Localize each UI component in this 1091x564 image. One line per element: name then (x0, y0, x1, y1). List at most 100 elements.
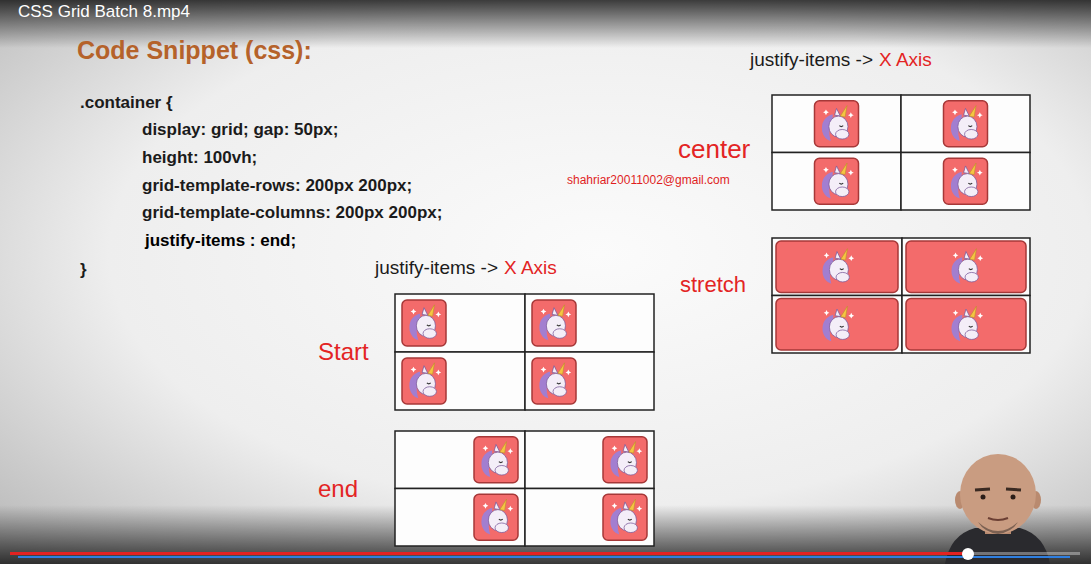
unicorn-eye (557, 324, 561, 326)
unicorn-eye (968, 125, 972, 127)
unicorn-icon (906, 241, 1026, 293)
unicorn-snout (836, 187, 849, 197)
alignment-label: stretch (680, 272, 746, 297)
icon-tile (815, 158, 859, 204)
grid-cell (525, 431, 654, 489)
unicorn-icon (603, 437, 647, 483)
unicorn-eye (499, 461, 503, 463)
unicorn-horn (428, 363, 435, 374)
unicorn-horn (841, 306, 848, 317)
grid-diagram: Start (395, 294, 654, 410)
unicorn-icon (944, 101, 988, 147)
unicorn (481, 442, 513, 477)
unicorn-snout (553, 387, 566, 397)
unicorn (951, 163, 983, 198)
unicorn-eye (969, 268, 973, 270)
code-line: grid-template-rows: 200px 200px; (142, 176, 412, 196)
progress-played (10, 552, 968, 555)
grid-drawing (772, 95, 1030, 210)
grid-cell (901, 153, 1030, 211)
icon-tile (474, 494, 518, 540)
unicorn-snout (965, 187, 978, 197)
sparkle (823, 167, 829, 173)
unicorn-snout (423, 329, 436, 339)
icon-tile (603, 494, 647, 540)
sparkle (411, 309, 417, 315)
icon-tile (906, 299, 1026, 351)
icon-tile (532, 358, 576, 404)
unicorn-horn (969, 106, 976, 117)
unicorn-snout (836, 129, 849, 139)
unicorn-ear (835, 166, 841, 174)
presenter (945, 454, 1050, 564)
unicorn-ear (623, 444, 629, 452)
unicorn-ear (552, 308, 558, 316)
unicorn-ear (494, 444, 500, 452)
unicorn-eye (557, 382, 561, 384)
unicorn-snout (836, 330, 849, 340)
unicorn-horn (840, 106, 847, 117)
sparkle (435, 312, 441, 318)
unicorn-ear (422, 366, 428, 374)
grid-diagram: stretch (772, 238, 1030, 353)
sparkle (953, 310, 959, 316)
sparkle (823, 109, 829, 115)
sparkle (953, 253, 959, 259)
sparkle (565, 312, 571, 318)
sparkle (636, 506, 642, 512)
grid-diagram: center (772, 95, 1030, 210)
unicorn-icon (603, 494, 647, 540)
sparkle (824, 253, 830, 259)
unicorn-icon (474, 494, 518, 540)
unicorn-ear (835, 309, 841, 317)
presenter-mouth (988, 518, 1008, 520)
unicorn (409, 363, 441, 398)
unicorn-ear (835, 252, 841, 260)
unicorn-eye (427, 324, 431, 326)
unicorn-eye (839, 125, 843, 127)
axis-name: X Axis (504, 257, 557, 279)
unicorn (822, 163, 854, 198)
unicorn-eye (628, 519, 632, 521)
grid-diagram: end (395, 431, 654, 546)
sparkle (848, 255, 854, 261)
presenter-beard (978, 522, 1018, 534)
unicorn-icon (776, 241, 898, 293)
unicorn-horn (970, 306, 977, 317)
grid-cell (395, 489, 525, 547)
unicorn-ear (494, 502, 500, 510)
grid-cell (772, 95, 901, 153)
unicorn-horn (500, 499, 507, 510)
sparkle (612, 445, 618, 451)
presenter-head (960, 454, 1036, 534)
slide-title: Code Snippet (css): (77, 36, 312, 65)
unicorn-icon (402, 358, 446, 404)
email-watermark: shahriar20011002@gmail.com (567, 174, 730, 188)
unicorn-snout (965, 330, 978, 340)
unicorn-eye (427, 382, 431, 384)
grid-cell (525, 294, 654, 352)
unicorn-eye (968, 183, 972, 185)
alignment-label: Start (318, 338, 369, 366)
unicorn-horn (629, 442, 636, 453)
grid-cell (902, 296, 1030, 354)
unicorn (951, 306, 983, 341)
code-line: } (80, 260, 87, 280)
code-line: display: grid; gap: 50px; (142, 120, 338, 140)
unicorn-eye (628, 461, 632, 463)
grid-cell (525, 489, 654, 547)
sparkle (977, 313, 983, 319)
unicorn-horn (558, 305, 565, 316)
unicorn-ear (964, 252, 970, 260)
presenter-brows (975, 489, 1021, 490)
unicorn-horn (969, 163, 976, 174)
unicorn (409, 305, 441, 340)
unicorn-ear (623, 502, 629, 510)
progress-buffer (18, 556, 1070, 558)
sparkle (977, 255, 983, 261)
sparkle (483, 445, 489, 451)
unicorn-ear (964, 166, 970, 174)
sparkle (612, 503, 618, 509)
unicorn-icon (532, 358, 576, 404)
unicorn-snout (624, 465, 637, 475)
